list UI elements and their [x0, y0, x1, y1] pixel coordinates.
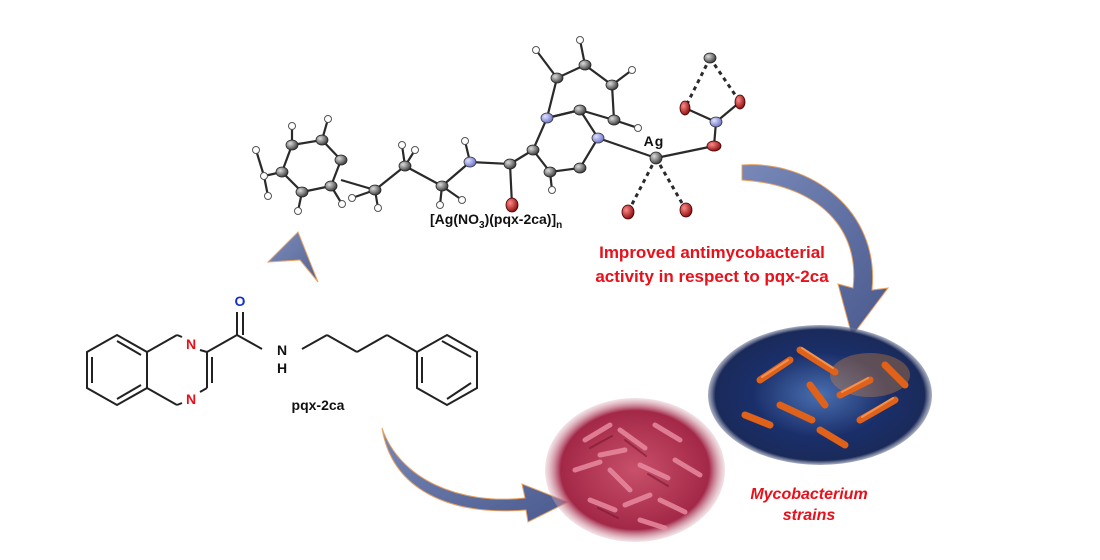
improvement-text-line1: Improved antimycobacterial [599, 243, 825, 262]
mycobacterium-image-blue [708, 325, 932, 465]
atom-label-amide-h: H [277, 360, 287, 376]
up-chevron-arrow [266, 231, 319, 283]
atom-label-ring-n-top: N [186, 336, 196, 352]
mycobacterium-image-pink [545, 398, 725, 542]
improvement-text-line2: activity in respect to pqx-2ca [595, 267, 829, 286]
crystal-atom-silver [649, 151, 663, 165]
crystal-structure [252, 36, 746, 220]
crystal-atoms-nitrogen [463, 112, 723, 168]
benzo-ring [86, 333, 148, 407]
ag-atom-label: Ag [644, 133, 665, 149]
mycobacterium-label-line1: Mycobacterium [750, 486, 867, 503]
complex-formula: [Ag(NO3)(pqx-2ca)]n [430, 211, 562, 231]
pqx-2ca-structure [86, 312, 478, 407]
mycobacterium-label-line2: strains [783, 507, 836, 524]
crystal-atoms-oxygen [505, 94, 746, 220]
curved-arrow-bottom [381, 427, 570, 523]
phenyl-ring [416, 333, 478, 407]
atom-label-amide-n: N [277, 342, 287, 358]
crystal-dashed-bonds [626, 57, 742, 213]
atom-label-oxygen: O [235, 293, 246, 309]
pqx-label: pqx-2ca [292, 397, 345, 413]
atom-label-ring-n-bottom: N [186, 391, 196, 407]
crystal-atoms-hydrogen [252, 36, 642, 215]
crystal-atoms-carbon [275, 52, 717, 198]
